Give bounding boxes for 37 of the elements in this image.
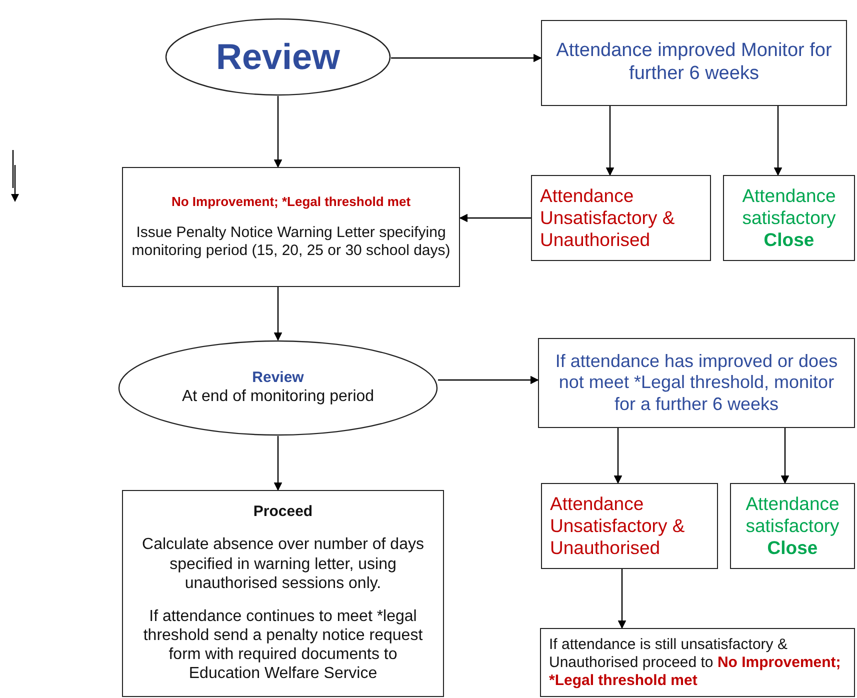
arrow bbox=[438, 376, 539, 384]
process-box bbox=[541, 20, 847, 106]
outcome-box bbox=[531, 175, 711, 261]
arrow bbox=[274, 96, 282, 168]
body-text: Attendance Unsatisfactory & Unauthorised bbox=[540, 184, 676, 252]
process-box bbox=[540, 628, 855, 697]
arrow bbox=[614, 428, 622, 484]
outcome-box bbox=[723, 175, 855, 261]
body-text: Close bbox=[767, 537, 818, 560]
process-box bbox=[538, 338, 855, 428]
arrow bbox=[391, 54, 542, 62]
arrow bbox=[618, 569, 626, 629]
arrow bbox=[606, 106, 614, 176]
body-text: Attendance satisfactory bbox=[744, 492, 840, 538]
body-text: Review bbox=[216, 35, 340, 79]
heading-text: Proceed bbox=[253, 503, 313, 522]
body-text: At end of monitoring period bbox=[182, 387, 374, 407]
body-text: Attendance satisfactory bbox=[741, 184, 837, 230]
body-text: If attendance continues to meet *legal threshold send a penalty notice request form with required documents to Education Welfare Service bbox=[142, 606, 424, 684]
process-box bbox=[122, 490, 444, 697]
arrow bbox=[274, 436, 282, 491]
body-text: Issue Penalty Notice Warning Letter specifying monitoring period (15, 20, 25 or 30 school days) bbox=[131, 224, 451, 260]
body-text: Calculate absence over number of days specified in warning letter, using unauthorised sessions only. bbox=[141, 535, 425, 593]
heading-text: No Improvement; *Legal threshold met bbox=[171, 194, 411, 210]
body-text: Attendance improved Monitor for further 6 weeks bbox=[555, 40, 833, 86]
body-text: If attendance is still unsatisfactory & Unauthorised proceed to No Improvement; *Legal threshold met bbox=[549, 636, 842, 690]
outcome-box bbox=[541, 483, 718, 569]
outcome-box bbox=[730, 483, 855, 569]
body-text: Attendance Unsatisfactory & Unauthorised bbox=[550, 492, 686, 560]
arrow bbox=[274, 287, 282, 341]
process-box bbox=[122, 167, 460, 287]
heading-text: Review bbox=[252, 369, 304, 388]
body-text: If attendance has improved or does not meet *Legal threshold, monitor for a further 6 weeks bbox=[554, 350, 839, 416]
arrow bbox=[459, 214, 531, 222]
arrow bbox=[780, 428, 790, 484]
arrow bbox=[774, 106, 782, 176]
body-text: Close bbox=[764, 229, 814, 252]
